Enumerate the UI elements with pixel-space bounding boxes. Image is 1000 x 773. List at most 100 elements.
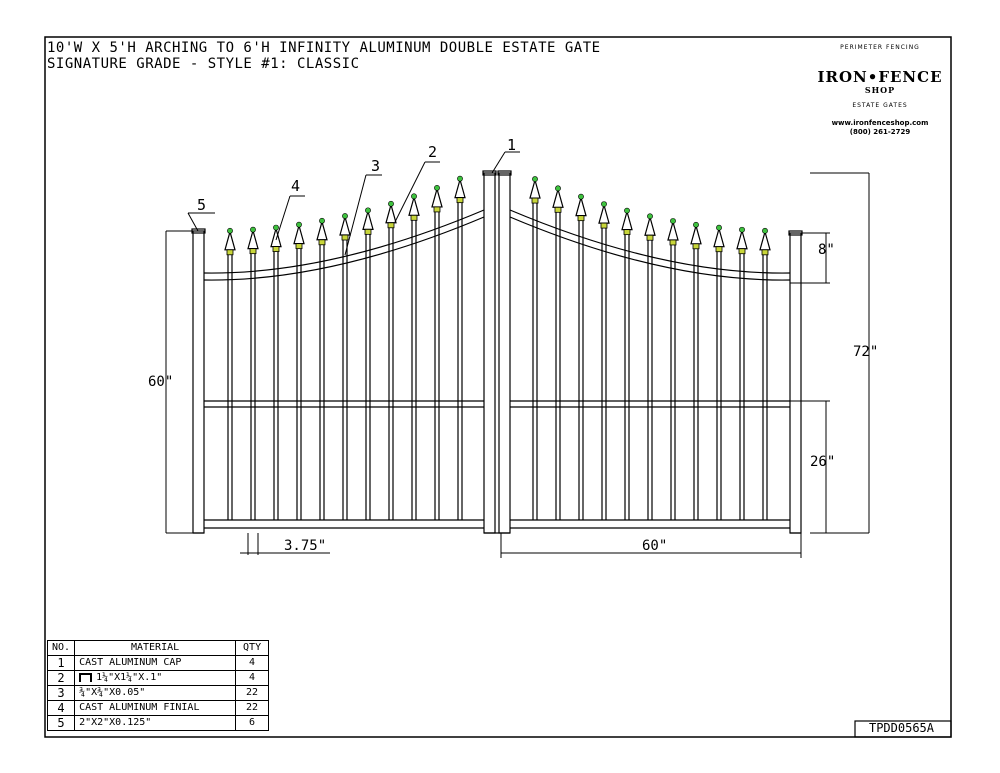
bom-header-row: NO. MATERIAL QTY xyxy=(46,640,270,656)
finial-ball xyxy=(601,201,607,207)
spear-finial-icon xyxy=(529,176,541,204)
finial-spear xyxy=(552,187,564,208)
finial-collar xyxy=(761,249,769,256)
logo-bottom-text: ESTATE GATES xyxy=(852,102,908,109)
finial-collar xyxy=(669,239,677,246)
finial-ball xyxy=(273,224,279,231)
finial-collar xyxy=(600,222,608,229)
finial-collar xyxy=(623,229,631,236)
finial-spear xyxy=(247,228,259,250)
finial-spear xyxy=(293,223,305,245)
drawing-number: TPDD0565A xyxy=(868,721,935,735)
spear-finial-icon xyxy=(270,224,282,252)
finial-ball xyxy=(434,185,440,191)
leader-1 xyxy=(491,151,506,174)
finial-ball xyxy=(457,175,463,182)
bill-of-materials: NO. MATERIAL QTY 1 CAST ALUMINUM CAP 4 2… xyxy=(46,640,270,731)
bom-material: ¾"X¾"X0.05" xyxy=(74,685,237,701)
finial-ball xyxy=(319,217,325,224)
finial-spear xyxy=(690,223,702,245)
finial-collar xyxy=(738,248,746,255)
finial-ball xyxy=(693,221,699,228)
spear-finial-icon xyxy=(362,207,374,235)
finial-collar xyxy=(456,197,464,204)
finial-collar xyxy=(577,215,585,222)
top-rail-right xyxy=(509,209,791,274)
finial-spear xyxy=(362,209,374,230)
bom-no: 5 xyxy=(46,715,76,731)
drawing-title: 10'W X 5'H ARCHING TO 6'H INFINITY ALUMI… xyxy=(47,40,601,56)
callout-4: 4 xyxy=(291,177,301,195)
finial-collar xyxy=(554,206,562,213)
bom-row: 2 1¼"X1¼"X.1" 4 xyxy=(46,670,270,686)
dim-gate-width: 60" xyxy=(642,538,668,554)
finial-ball xyxy=(296,221,302,228)
finial-collar xyxy=(364,228,372,235)
finial-collar xyxy=(433,206,441,213)
finial-spear xyxy=(454,177,466,199)
bom-material: CAST ALUMINUM FINIAL xyxy=(74,700,237,716)
bom-material-text: 1¼"X1¼"X.1" xyxy=(96,672,163,683)
logo-phone: (800) 261-2729 xyxy=(849,128,911,136)
finial-spear xyxy=(736,228,748,250)
spear-finial-icon xyxy=(224,227,236,256)
bom-row: 4 CAST ALUMINUM FINIAL 22 xyxy=(46,700,270,716)
finial-ball xyxy=(739,226,745,233)
finial-ball xyxy=(250,226,256,233)
bom-no: 4 xyxy=(46,700,76,716)
finial-ball xyxy=(342,213,348,219)
finial-ball xyxy=(670,218,676,224)
finial-spear xyxy=(575,195,587,217)
finial-spear xyxy=(644,215,656,236)
bom-no: 1 xyxy=(46,655,76,671)
finial-spear xyxy=(598,202,610,224)
finial-spear xyxy=(316,219,328,241)
dim-right-height: 72" xyxy=(853,344,879,360)
dim-picket-spacing: 3.75" xyxy=(284,538,327,554)
bom-row: 5 2"X2"X0.125" 6 xyxy=(46,715,270,731)
finial-collar xyxy=(295,243,303,250)
callout-2: 2 xyxy=(428,143,438,161)
finial-collar xyxy=(341,234,349,241)
dimension-lines xyxy=(165,151,870,558)
bom-qty: 4 xyxy=(235,655,270,671)
finial-collar xyxy=(272,246,280,252)
finial-collar xyxy=(692,243,700,250)
bom-row: 3 ¾"X¾"X0.05" 22 xyxy=(46,685,270,701)
spear-finial-icon xyxy=(454,175,466,204)
spear-finial-icon xyxy=(316,217,328,246)
finial-ball xyxy=(411,193,417,200)
spear-finial-icon xyxy=(667,218,679,246)
finial-spear xyxy=(270,226,282,248)
callout-5: 5 xyxy=(197,196,207,214)
leader-5 xyxy=(187,212,199,232)
top-rail-left xyxy=(203,209,485,274)
bom-qty: 4 xyxy=(235,670,270,686)
finial-ball xyxy=(624,207,630,214)
spear-finial-icon xyxy=(759,227,771,256)
finial-collar xyxy=(410,214,418,221)
finial-spear xyxy=(385,202,397,224)
finial-spear xyxy=(224,229,236,251)
finial-spear xyxy=(759,229,771,251)
spear-finial-icon xyxy=(736,226,748,255)
finial-collar xyxy=(715,246,723,253)
post-right xyxy=(789,232,802,534)
company-logo: PERIMETER FENCING IRON•FENCE SHOP ESTATE… xyxy=(812,40,948,140)
callout-1: 1 xyxy=(507,136,517,154)
spear-finial-icon xyxy=(644,213,656,241)
finial-ball xyxy=(227,227,233,234)
logo-website[interactable]: www.ironfenceshop.com xyxy=(831,119,929,127)
finial-ball xyxy=(555,185,561,192)
dim-rail-height: 26" xyxy=(810,454,836,470)
spear-finial-icon xyxy=(575,193,587,222)
leader-3 xyxy=(344,174,367,256)
finial-ball xyxy=(578,193,584,200)
bom-header-material: MATERIAL xyxy=(74,640,237,656)
spear-finial-icon xyxy=(339,213,351,241)
bom-material: 1¼"X1¼"X.1" xyxy=(74,670,237,686)
logo-sub: SHOP xyxy=(864,85,896,95)
u-channel-icon xyxy=(79,672,93,682)
finial-collar xyxy=(318,239,326,246)
spear-finial-icon xyxy=(431,185,443,213)
